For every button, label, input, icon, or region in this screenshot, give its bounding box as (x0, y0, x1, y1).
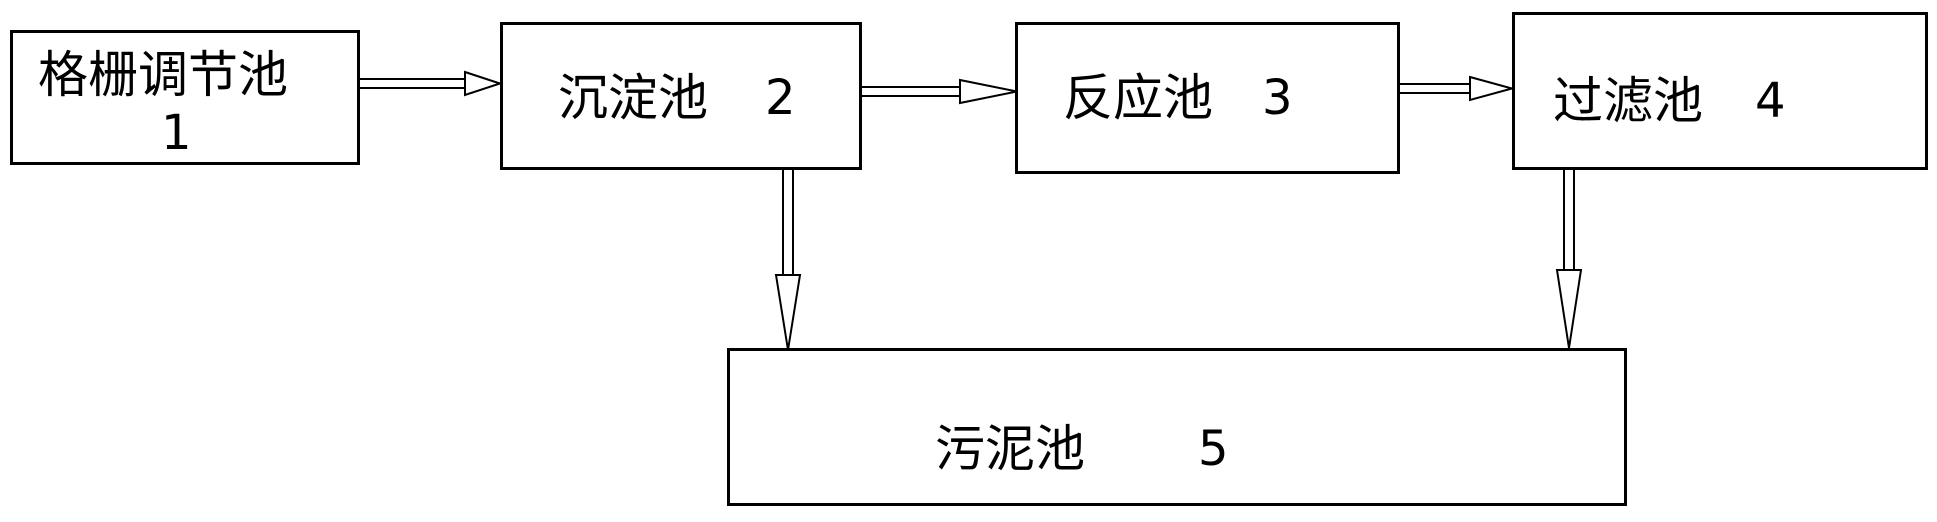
node-sludge-tank-label: 污泥池 (935, 420, 1085, 478)
node-sedimentation-tank-number: 2 (765, 70, 796, 126)
edge-sediment-to-reaction (862, 78, 1018, 105)
edge-filter-to-sludge (1555, 170, 1583, 349)
node-filter-tank: 过滤池 4 (1512, 12, 1928, 170)
node-filter-tank-label: 过滤池 (1553, 72, 1703, 130)
node-sedimentation-tank: 沉淀池 2 (500, 22, 862, 170)
edge-grille-to-sediment (360, 70, 504, 97)
node-grille-tank: 格栅调节池 1 (10, 30, 360, 165)
node-reaction-tank: 反应池 3 (1015, 22, 1400, 174)
node-sludge-tank: 污泥池 5 (727, 348, 1627, 506)
node-sludge-tank-number: 5 (1198, 421, 1229, 477)
node-reaction-tank-label: 反应池 (1063, 69, 1213, 127)
node-reaction-tank-number: 3 (1262, 70, 1293, 126)
edge-reaction-to-filter (1400, 75, 1516, 102)
node-grille-tank-label: 格栅调节池 (38, 46, 288, 104)
node-grille-tank-number: 1 (161, 105, 192, 161)
node-sedimentation-tank-label: 沉淀池 (558, 69, 708, 127)
edge-sediment-to-sludge (774, 170, 802, 351)
node-filter-tank-number: 4 (1755, 73, 1786, 129)
